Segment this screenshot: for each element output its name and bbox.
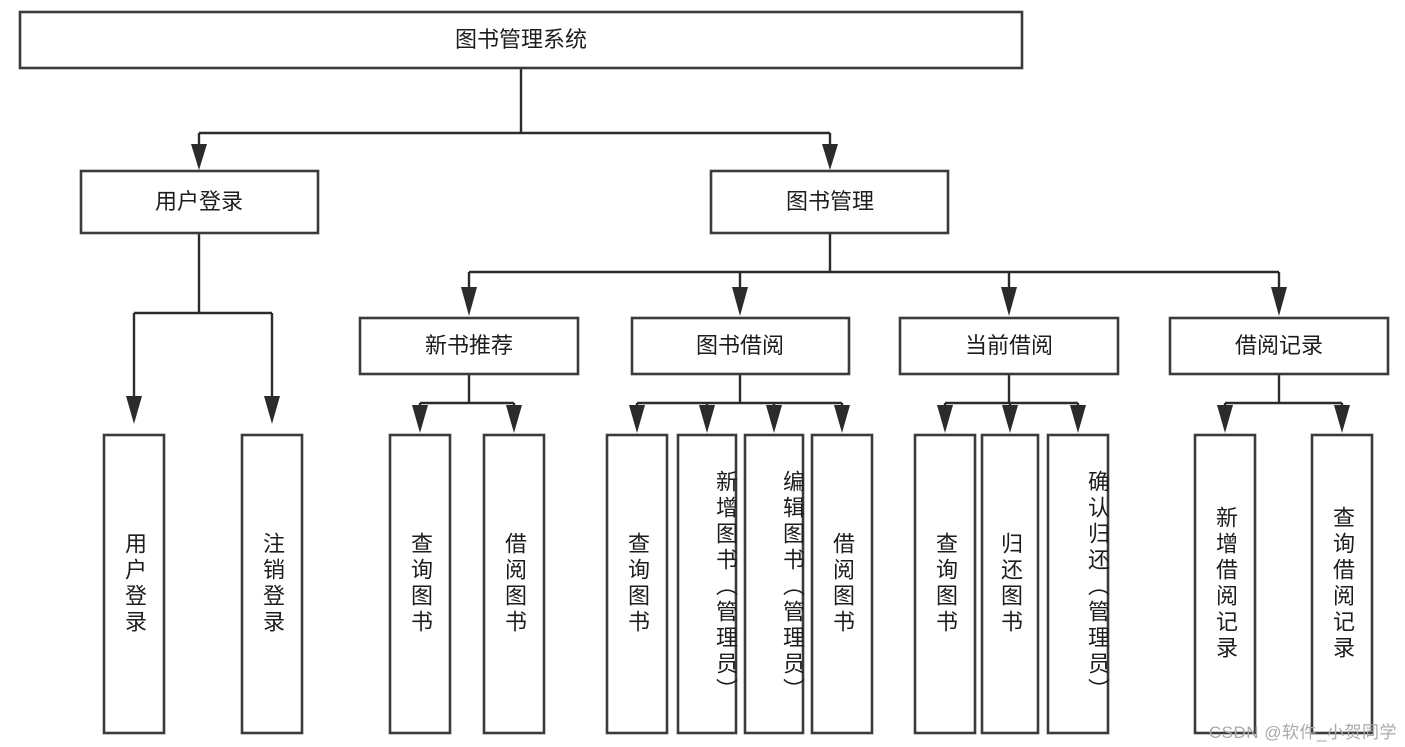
node-book-management-label: 图书管理 xyxy=(786,189,874,214)
leaf-box-cb-return-book[interactable] xyxy=(980,433,1040,735)
leaf-box-bb-borrow-book[interactable] xyxy=(810,433,874,735)
leaf-box-user-login[interactable] xyxy=(102,433,166,735)
arrow-leaf-user-login xyxy=(126,396,142,424)
leaf-box-cb-confirm-return[interactable] xyxy=(1046,433,1110,735)
leaf-box-bb-query-book[interactable] xyxy=(605,433,669,735)
node-new-book-recommend-box[interactable] xyxy=(358,316,580,376)
node-new-book-recommend[interactable]: 新书推荐 xyxy=(358,316,580,376)
node-book-borrow[interactable]: 图书借阅 xyxy=(630,316,851,376)
arrow-leaf-nb-borrow xyxy=(506,405,522,433)
arrow-leaf-nb-query xyxy=(412,405,428,433)
connector-group xyxy=(126,68,1350,433)
node-user-login[interactable]: 用户登录 xyxy=(79,169,320,235)
leaf-box-logout[interactable] xyxy=(240,433,304,735)
arrow-to-user-login xyxy=(191,144,207,170)
leaf-box-bb-edit-book[interactable] xyxy=(743,433,805,735)
leaf-box-nb-query-book[interactable] xyxy=(388,433,452,735)
node-root[interactable]: 图书管理系统 xyxy=(18,10,1024,70)
node-root-box[interactable] xyxy=(18,10,1024,70)
arrow-to-book-management xyxy=(822,144,838,170)
leaf-box-cb-query-book[interactable] xyxy=(913,433,977,735)
node-new-book-recommend-label: 新书推荐 xyxy=(425,333,513,358)
leaf-box-nb-borrow-book[interactable] xyxy=(482,433,546,735)
arrow-leaf-bb-borrow xyxy=(834,405,850,433)
arrow-to-borrow-record xyxy=(1271,287,1287,316)
node-book-management[interactable]: 图书管理 xyxy=(709,169,950,235)
node-book-management-box[interactable] xyxy=(709,169,950,235)
node-book-borrow-label: 图书借阅 xyxy=(696,333,784,358)
node-current-borrow[interactable]: 当前借阅 xyxy=(898,316,1120,376)
node-user-login-label: 用户登录 xyxy=(155,189,243,214)
leaf-box-bb-add-book[interactable] xyxy=(676,433,738,735)
node-root-label: 图书管理系统 xyxy=(455,27,587,52)
arrow-leaf-bb-edit xyxy=(766,405,782,433)
node-borrow-record[interactable]: 借阅记录 xyxy=(1168,316,1390,376)
leaf-box-br-query-record[interactable] xyxy=(1310,433,1374,735)
node-current-borrow-box[interactable] xyxy=(898,316,1120,376)
arrow-to-new-book xyxy=(461,287,477,316)
arrow-leaf-bb-add xyxy=(699,405,715,433)
node-borrow-record-box[interactable] xyxy=(1168,316,1390,376)
leaf-box-br-add-record[interactable] xyxy=(1193,433,1257,735)
node-current-borrow-label: 当前借阅 xyxy=(965,333,1053,358)
arrow-leaf-bb-query xyxy=(629,405,645,433)
leaf-box-group xyxy=(102,433,1374,735)
arrow-to-book-borrow xyxy=(732,287,748,316)
arrow-leaf-br-add xyxy=(1217,405,1233,433)
node-user-login-box[interactable] xyxy=(79,169,320,235)
arrow-leaf-cb-query xyxy=(937,405,953,433)
arrow-leaf-logout xyxy=(264,396,280,424)
node-book-borrow-box[interactable] xyxy=(630,316,851,376)
arrow-to-current-borrow xyxy=(1001,287,1017,316)
node-borrow-record-label: 借阅记录 xyxy=(1235,333,1323,358)
csdn-watermark: CSDN @软件_小贺同学 xyxy=(1208,723,1397,742)
arrow-leaf-cb-confirm xyxy=(1070,405,1086,433)
arrow-leaf-br-query xyxy=(1334,405,1350,433)
arrow-leaf-cb-return xyxy=(1002,405,1018,433)
